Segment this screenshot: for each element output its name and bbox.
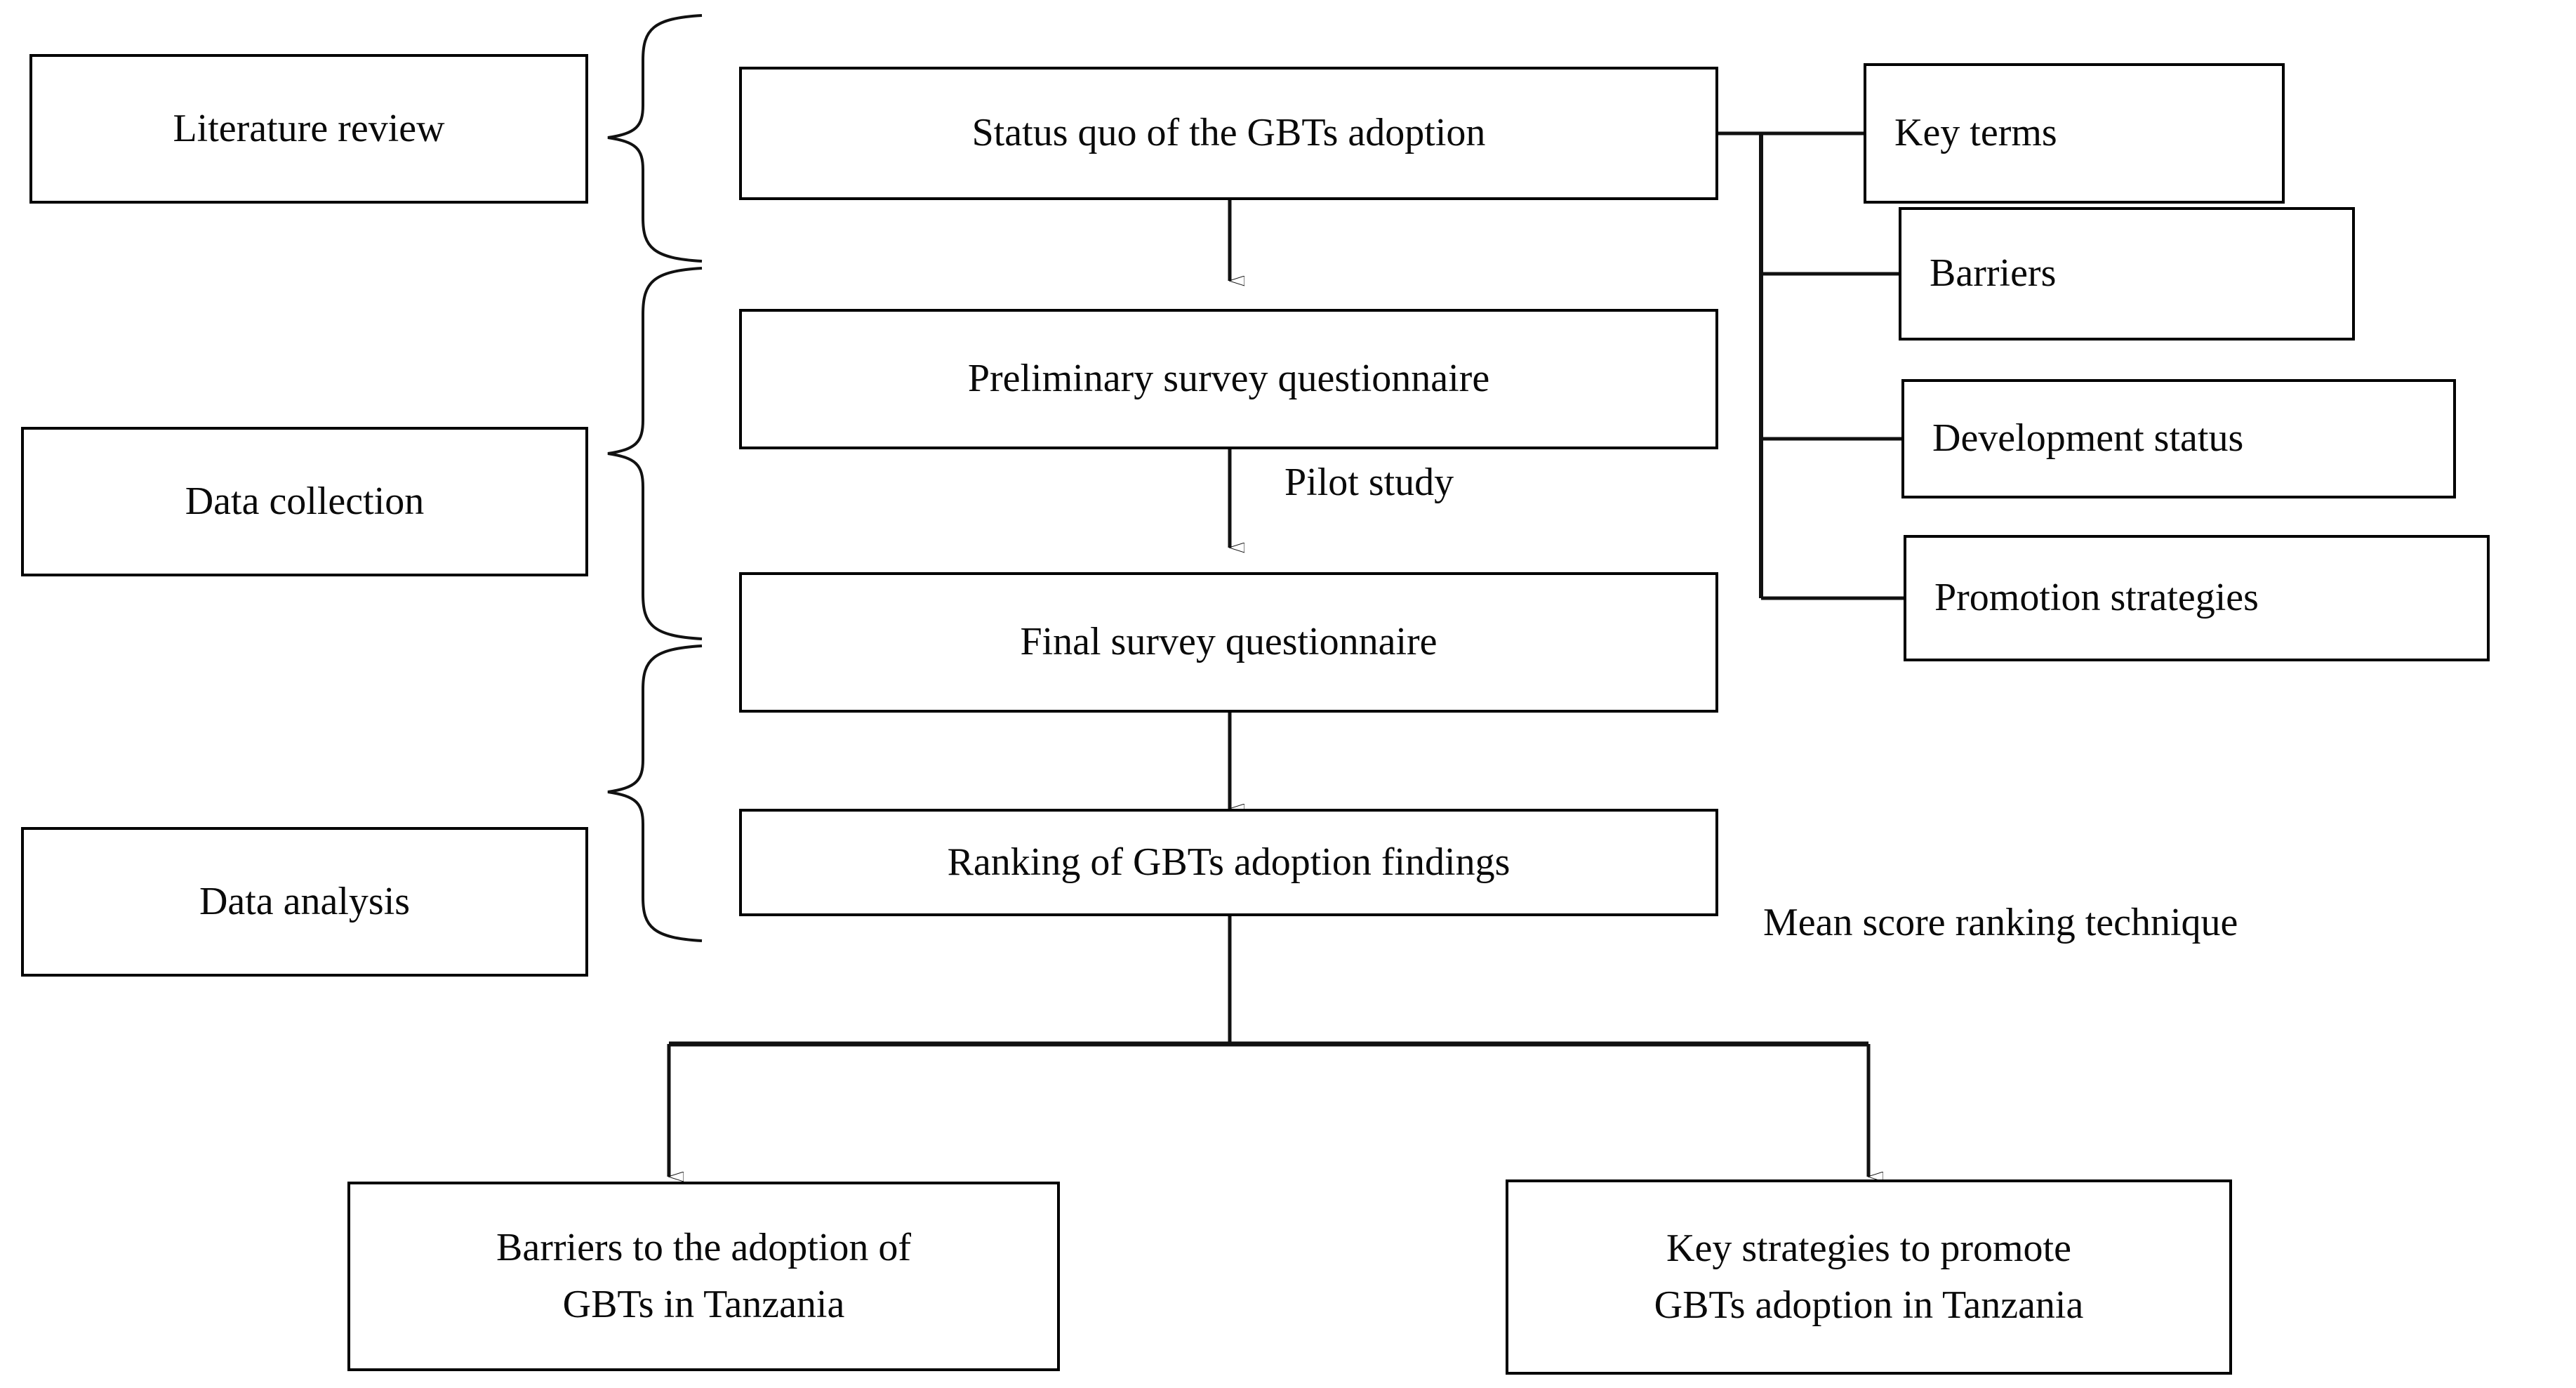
edge-label-pilot-study: Pilot study (1284, 460, 1454, 505)
stage-label-data-collection: Data collection (185, 479, 425, 523)
process-box-preliminary-survey[interactable]: Preliminary survey questionnaire (739, 309, 1718, 449)
topic-label-barriers: Barriers (1930, 251, 2057, 296)
outcome-label-barriers-line2: GBTs in Tanzania (562, 1283, 845, 1326)
process-box-status-quo[interactable]: Status quo of the GBTs adoption (739, 67, 1718, 200)
outcome-label-strategies-line1: Key strategies to promote (1666, 1226, 2071, 1270)
edge-label-mean-score-ranking: Mean score ranking technique (1763, 900, 2238, 945)
outcome-box-strategies[interactable]: Key strategies to promote GBTs adoption … (1506, 1179, 2232, 1375)
edge-label-mean-score-ranking-text: Mean score ranking technique (1763, 901, 2238, 944)
process-label-final-survey: Final survey questionnaire (1020, 620, 1438, 664)
process-box-ranking-findings[interactable]: Ranking of GBTs adoption findings (739, 809, 1718, 916)
brace-data-collection (607, 267, 703, 640)
stage-box-literature-review[interactable]: Literature review (29, 54, 588, 204)
topic-box-key-terms[interactable]: Key terms (1864, 63, 2285, 204)
process-label-preliminary-survey: Preliminary survey questionnaire (967, 357, 1490, 401)
outcome-box-barriers[interactable]: Barriers to the adoption of GBTs in Tanz… (347, 1182, 1060, 1371)
stage-box-data-collection[interactable]: Data collection (21, 427, 588, 576)
edge-label-pilot-study-text: Pilot study (1284, 461, 1454, 504)
topic-box-development-status[interactable]: Development status (1901, 379, 2456, 498)
outcome-label-barriers-line1: Barriers to the adoption of (496, 1225, 911, 1269)
topic-label-key-terms: Key terms (1894, 111, 2057, 155)
outcome-label-strategies-line2: GBTs adoption in Tanzania (1654, 1283, 2084, 1327)
process-label-ranking-findings: Ranking of GBTs adoption findings (947, 840, 1511, 884)
stage-label-literature-review: Literature review (173, 106, 445, 150)
stage-box-data-analysis[interactable]: Data analysis (21, 827, 588, 977)
topic-box-barriers[interactable]: Barriers (1899, 207, 2355, 341)
brace-literature-review (607, 14, 703, 263)
process-box-final-survey[interactable]: Final survey questionnaire (739, 572, 1718, 713)
stage-label-data-analysis: Data analysis (199, 879, 411, 923)
topic-label-promotion-strategies: Promotion strategies (1934, 576, 2259, 620)
topic-box-promotion-strategies[interactable]: Promotion strategies (1904, 535, 2490, 661)
brace-data-analysis (607, 645, 703, 942)
topic-label-development-status: Development status (1932, 416, 2244, 461)
process-label-status-quo: Status quo of the GBTs adoption (971, 111, 1486, 155)
